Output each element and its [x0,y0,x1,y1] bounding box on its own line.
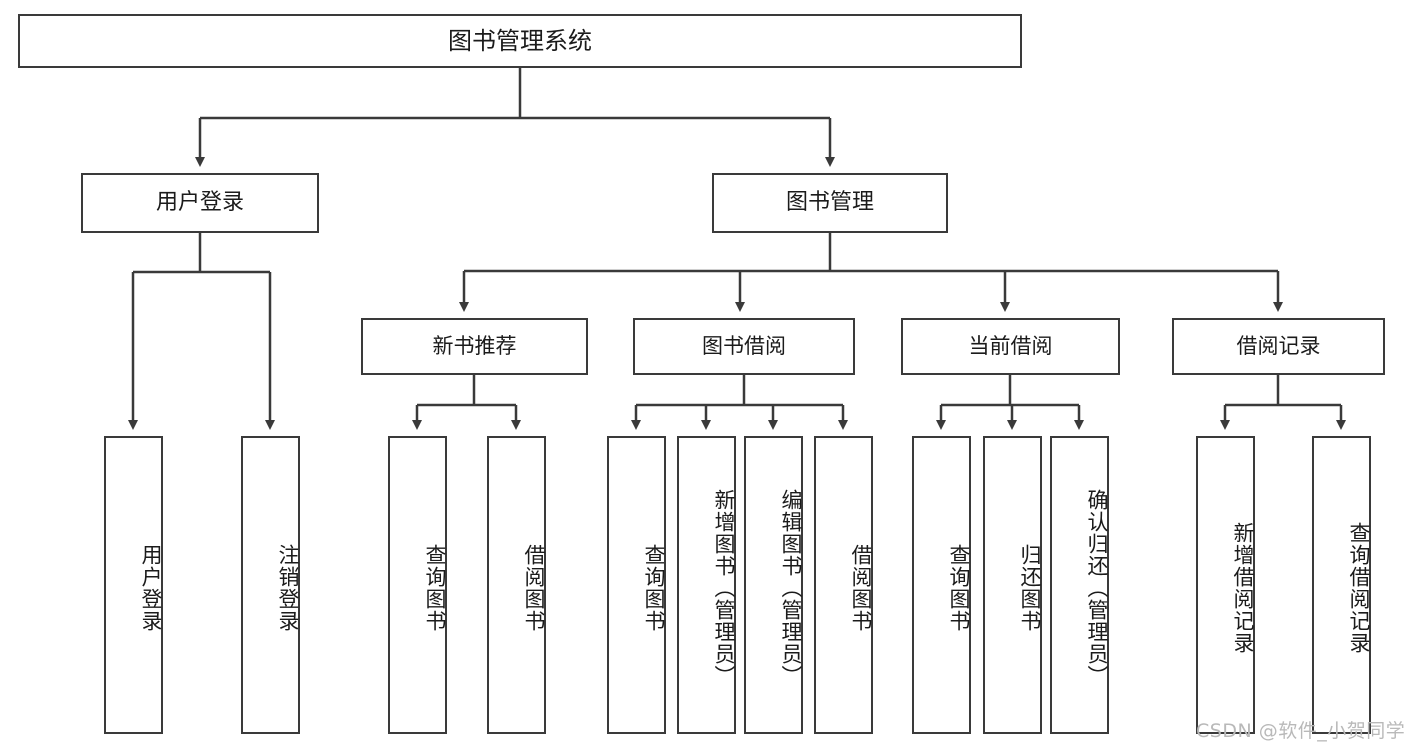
node-book-borrow-label: 图书借阅 [702,334,786,359]
node-borrow-record-label: 借阅记录 [1236,334,1321,359]
node-new-book-recommend[interactable]: 新书推荐 [361,318,588,375]
node-book-management-label: 图书管理 [785,190,874,216]
leaf-add-book-admin[interactable]: 新增图书（管理员） [677,436,736,734]
leaf-return-book-label: 归还图书 [1018,544,1042,632]
leaf-logout-label: 注销登录 [276,544,300,632]
leaf-query-borrow-record[interactable]: 查询借阅记录 [1312,436,1371,734]
leaf-query-book-borrow-label: 查询图书 [642,544,666,632]
leaf-user-login[interactable]: 用户登录 [104,436,163,734]
leaf-borrow-book[interactable]: 借阅图书 [814,436,873,734]
node-book-borrow[interactable]: 图书借阅 [633,318,855,375]
node-user-login[interactable]: 用户登录 [81,173,319,233]
leaf-user-login-label: 用户登录 [139,544,163,632]
node-current-borrow-label: 当前借阅 [968,334,1053,359]
leaf-confirm-return-admin[interactable]: 确认归还（管理员） [1050,436,1109,734]
leaf-query-book-current-label: 查询图书 [947,544,971,632]
node-new-book-recommend-label: 新书推荐 [432,334,517,359]
leaf-add-borrow-record[interactable]: 新增借阅记录 [1196,436,1255,734]
leaf-borrow-book-recommend[interactable]: 借阅图书 [487,436,546,734]
leaf-query-book-recommend[interactable]: 查询图书 [388,436,447,734]
node-user-login-label: 用户登录 [155,190,244,216]
leaf-query-book-current[interactable]: 查询图书 [912,436,971,734]
leaf-query-book-recommend-label: 查询图书 [423,544,447,632]
node-book-management[interactable]: 图书管理 [712,173,948,233]
leaf-borrow-book-label: 借阅图书 [849,544,873,632]
leaf-query-borrow-record-label: 查询借阅记录 [1347,522,1371,654]
leaf-add-borrow-record-label: 新增借阅记录 [1231,522,1255,654]
node-root[interactable]: 图书管理系统 [18,14,1022,68]
node-borrow-record[interactable]: 借阅记录 [1172,318,1385,375]
leaf-add-book-admin-label: 新增图书（管理员） [712,489,736,687]
leaf-edit-book-admin[interactable]: 编辑图书（管理员） [744,436,803,734]
leaf-borrow-book-recommend-label: 借阅图书 [522,544,546,632]
leaf-query-book-borrow[interactable]: 查询图书 [607,436,666,734]
leaf-return-book[interactable]: 归还图书 [983,436,1042,734]
node-current-borrow[interactable]: 当前借阅 [901,318,1120,375]
leaf-edit-book-admin-label: 编辑图书（管理员） [779,489,803,687]
leaf-confirm-return-admin-label: 确认归还（管理员） [1085,489,1109,687]
node-root-label: 图书管理系统 [448,26,592,55]
leaf-logout[interactable]: 注销登录 [241,436,300,734]
csdn-watermark: CSDN @软件_小贺同学 [1196,720,1405,742]
